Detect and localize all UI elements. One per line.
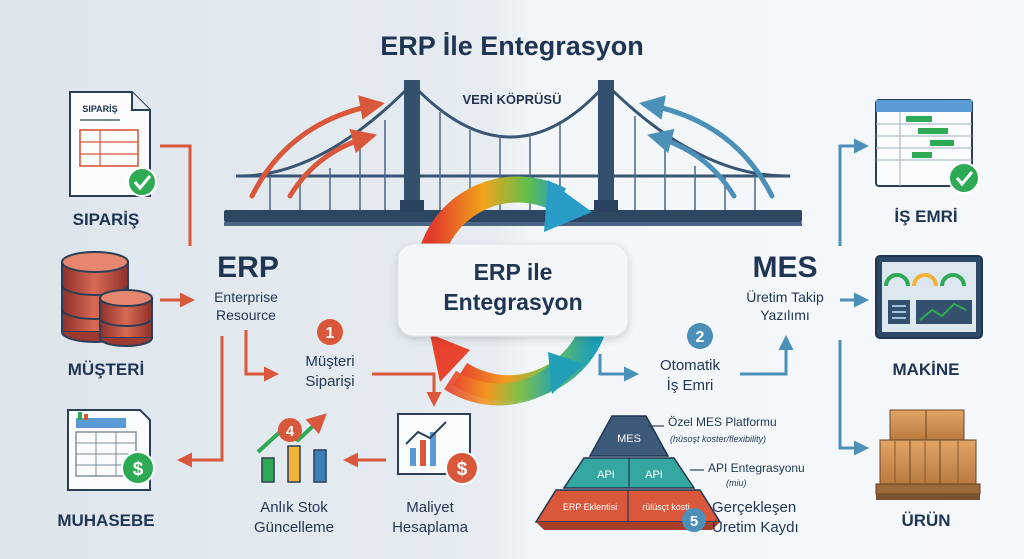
step-2-label-line2: İş Emri — [667, 376, 714, 394]
step-5-badge — [682, 508, 706, 532]
cost-chart-icon — [397, 413, 479, 485]
pyramid-mid-right-label: API — [645, 469, 663, 481]
accounting-spreadsheet-icon — [67, 409, 155, 491]
right-connector-lines — [598, 138, 869, 456]
order-document-header: SIPARİŞ — [82, 104, 117, 114]
step-3-label-line1: Maliyet — [406, 499, 454, 516]
erp-subtitle-line1: Enterprise — [214, 289, 278, 305]
step-4-label-line1: Anlık Stok — [260, 499, 328, 516]
erp-title: ERP — [217, 251, 279, 284]
step-3-label-line2: Hesaplama — [392, 519, 469, 536]
bridge-illustration: VERİ KÖPRÜSÜ — [224, 80, 802, 226]
pyramid-bottom-right-label: rülüsçt kosti — [642, 502, 690, 512]
pyramid-bottom-left-label: ERP Eklentisi — [563, 502, 617, 512]
mes-subtitle-line2: Yazılımı — [760, 307, 810, 323]
center-title-line1: ERP ile — [474, 259, 553, 285]
accounting-label: MUHASEBE — [57, 511, 154, 530]
mes-title: MES — [752, 251, 817, 284]
cost-dollar-symbol: $ — [457, 459, 468, 480]
erp-subtitle-line2: Resource — [216, 307, 276, 323]
step-1-label-line1: Müşteri — [305, 353, 354, 370]
center-title-line2: Entegrasyon — [443, 289, 582, 315]
work-order-label: İŞ EMRİ — [894, 207, 957, 226]
work-order-gantt-icon — [875, 99, 980, 194]
step-2-number: 2 — [696, 329, 705, 346]
machine-dashboard-icon — [875, 255, 983, 339]
customer-label: MÜŞTERİ — [68, 360, 145, 379]
pyramid-top-label: MES — [617, 433, 641, 445]
step-5-label-line1: Gerçekleşen — [712, 499, 796, 516]
step-2-badge — [687, 323, 713, 349]
bridge-label: VERİ KÖPRÜSÜ — [463, 92, 562, 107]
pyramid-pointer-lines — [648, 425, 704, 471]
order-label: SIPARİŞ — [73, 210, 140, 229]
mes-subtitle-line1: Üretim Takip — [746, 288, 824, 305]
step-4-number: 4 — [286, 423, 295, 440]
pyramid-note1-title: Özel MES Platformu — [668, 415, 777, 429]
customer-database-icon — [61, 251, 153, 347]
step-4-label-line2: Güncelleme — [254, 519, 334, 536]
stock-growth-icon — [256, 413, 327, 483]
step-5-number: 5 — [690, 513, 698, 530]
pyramid-mid-left-label: API — [597, 469, 615, 481]
machine-label: MAKİNE — [892, 360, 959, 379]
page-title: ERP İle Entegrasyon — [380, 31, 644, 61]
left-connector-lines — [160, 144, 442, 468]
pyramid-note2-title: API Entegrasyonu — [708, 461, 805, 475]
step-1-badge — [317, 319, 343, 345]
bridge-arrows-left — [249, 95, 385, 199]
product-pallet-icon — [875, 409, 981, 500]
order-document-icon — [69, 91, 157, 197]
step-1-number: 1 — [326, 325, 335, 342]
pyramid-note1-subtitle: (hüsoşt koster/flexibility) — [670, 434, 766, 444]
product-label: ÜRÜN — [901, 511, 950, 530]
accounting-dollar-symbol: $ — [133, 459, 144, 480]
bridge-arrows-right — [639, 95, 775, 199]
step-1-label-line2: Siparişi — [305, 373, 354, 390]
step-5-label-line2: Üretim Kaydı — [712, 518, 799, 536]
step-2-label-line1: Otomatik — [660, 357, 721, 374]
center-label-card — [397, 243, 629, 337]
integration-cycle-ring — [419, 176, 605, 406]
pyramid-note2-subtitle: (miu) — [726, 478, 747, 488]
